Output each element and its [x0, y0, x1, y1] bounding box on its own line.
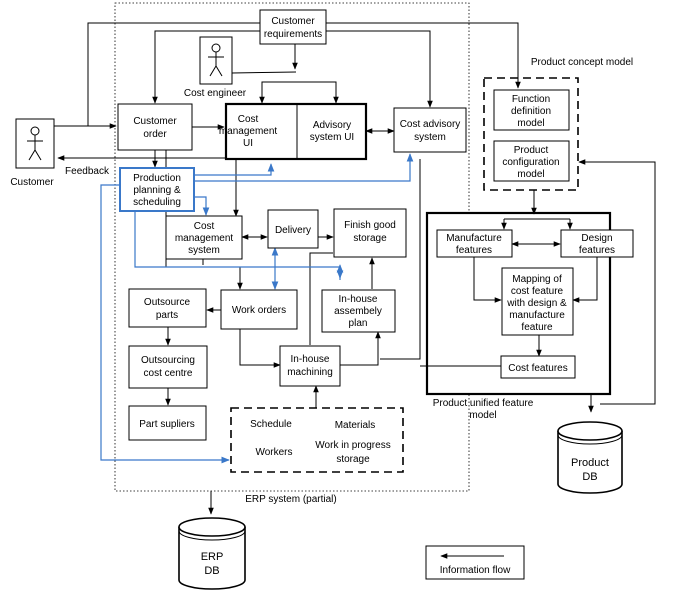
cost-management-system-line-1: Cost: [194, 221, 215, 232]
inhouse-machining-line-1: In-house: [291, 354, 330, 365]
concept-region-label: Product concept model: [531, 57, 633, 68]
product-database-icon: [557, 421, 623, 494]
erp-system-region: [114, 2, 470, 492]
production-planning-line-3: scheduling: [133, 197, 181, 208]
product-concept-model-region: [483, 77, 579, 191]
erp-database-icon: [178, 517, 246, 590]
inhouse-machining-box: In-house machining: [279, 345, 341, 387]
legend: Information flow: [425, 545, 525, 580]
advisory-system-ui-line-1: Advisory: [313, 120, 351, 131]
customer-actor: Customer: [10, 118, 55, 188]
work-orders-line-1: Work orders: [232, 305, 286, 316]
manufacture-features-line-1: Manufacture: [446, 233, 502, 244]
work-orders-box: Work orders: [220, 289, 298, 330]
outsourcing-cost-centre-box: Outsourcing cost centre: [128, 345, 208, 389]
cost-management-system-line-2: management: [175, 233, 234, 244]
inhouse-assembly-line-1: In-house: [339, 294, 378, 305]
outsource-parts-line-1: Outsource: [144, 297, 191, 308]
resources-box: Schedule Materials Workers Work in progr…: [230, 407, 404, 473]
cost-features-box: Cost features: [500, 355, 576, 379]
erp-db-line-2: DB: [204, 565, 219, 577]
erp-db-line-1: ERP: [201, 551, 224, 563]
delivery-box: Delivery: [267, 209, 319, 249]
advisory-system-ui-line-2: system UI: [310, 132, 354, 143]
finish-good-storage-box: Finish good storage: [333, 208, 407, 258]
cost-management-ui-line-3: UI: [243, 138, 253, 149]
inhouse-assembly-line-2: assembely: [334, 306, 382, 317]
finish-good-storage-line-1: Finish good: [344, 220, 396, 231]
customer-stick-figure-icon: [27, 126, 43, 161]
workers-label: Workers: [255, 447, 292, 458]
design-features-line-2: features: [579, 245, 615, 256]
design-features-line-1: Design: [581, 233, 612, 244]
product-configuration-box: Product configuration model: [493, 140, 570, 182]
customer-label: Customer: [10, 177, 54, 188]
mapping-line-2: cost feature: [511, 286, 564, 297]
cost-engineer-stick-figure-icon: [208, 43, 224, 77]
unified-region-label-2: model: [469, 410, 496, 421]
delivery-line-1: Delivery: [275, 225, 311, 236]
cost-management-ui-line-2: management: [219, 126, 278, 137]
inhouse-assembly-box: In-house assembely plan: [321, 289, 396, 333]
cost-advisory-system-box: Cost advisory system: [393, 107, 467, 153]
cost-advisory-system-line-1: Cost advisory: [400, 119, 461, 130]
inhouse-assembly-line-3: plan: [349, 318, 368, 329]
production-planning-box: Production planning & scheduling: [119, 167, 195, 212]
outsource-parts-line-2: parts: [156, 310, 178, 321]
blue-connectors: [100, 153, 414, 464]
customer-requirements-line-1: Customer: [271, 16, 315, 27]
product-configuration-line-2: configuration: [502, 157, 559, 168]
schedule-label: Schedule: [250, 419, 292, 430]
outsource-parts-box: Outsource parts: [128, 288, 207, 328]
product-db-line-1: Product: [571, 457, 609, 469]
function-definition-line-3: model: [517, 118, 544, 129]
legend-label: Information flow: [440, 565, 511, 576]
outsourcing-cost-centre-line-2: cost centre: [144, 368, 193, 379]
inhouse-machining-line-2: machining: [287, 367, 333, 378]
unified-region-label-1: Product unified feature: [433, 398, 534, 409]
connectors: [54, 22, 656, 515]
function-definition-line-2: definition: [511, 106, 551, 117]
design-features-box: Design features: [560, 229, 634, 258]
mapping-line-3: with design &: [506, 298, 567, 309]
function-definition-line-1: Function: [512, 94, 550, 105]
ui-group-box: Cost management UI Advisory system UI: [219, 102, 368, 161]
production-planning-line-1: Production: [133, 173, 181, 184]
cost-advisory-system-line-2: system: [414, 132, 446, 143]
part-suppliers-box: Part supliers: [128, 405, 207, 441]
finish-good-storage-line-2: storage: [353, 233, 387, 244]
erp-db: ERP DB: [178, 517, 246, 590]
customer-requirements-box: Customer requirements: [259, 9, 327, 45]
erp-region-label: ERP system (partial): [245, 494, 337, 505]
manufacture-features-line-2: features: [456, 245, 492, 256]
feedback-label: Feedback: [65, 166, 110, 177]
production-planning-line-2: planning &: [133, 185, 181, 196]
cost-features-line-1: Cost features: [508, 363, 567, 374]
materials-label: Materials: [335, 420, 376, 431]
product-configuration-line-1: Product: [514, 145, 549, 156]
cost-management-system-line-3: system: [188, 245, 220, 256]
mapping-box: Mapping of cost feature with design & ma…: [501, 267, 574, 336]
wip-line-1: Work in progress: [315, 440, 390, 451]
outsourcing-cost-centre-line-1: Outsourcing: [141, 355, 195, 366]
mapping-line-4: manufacture: [509, 310, 565, 321]
customer-order-box: Customer order: [117, 103, 193, 151]
customer-requirements-line-2: requirements: [264, 29, 322, 40]
product-db: Product DB: [557, 421, 623, 494]
manufacture-features-box: Manufacture features: [436, 229, 513, 258]
product-db-line-2: DB: [582, 471, 597, 483]
function-definition-box: Function definition model: [493, 89, 570, 131]
mapping-line-5: feature: [521, 322, 553, 333]
part-suppliers-line-1: Part supliers: [139, 419, 195, 430]
product-configuration-line-3: model: [517, 169, 544, 180]
cost-management-system-box: Cost management system: [165, 215, 243, 260]
cost-engineer-actor: Cost engineer: [184, 36, 247, 99]
cost-management-ui-line-1: Cost: [238, 114, 259, 125]
customer-order-line-1: Customer: [133, 116, 177, 127]
customer-order-line-2: order: [143, 129, 167, 140]
mapping-line-1: Mapping of: [512, 274, 562, 285]
wip-line-2: storage: [336, 454, 370, 465]
cost-engineer-label: Cost engineer: [184, 88, 247, 99]
